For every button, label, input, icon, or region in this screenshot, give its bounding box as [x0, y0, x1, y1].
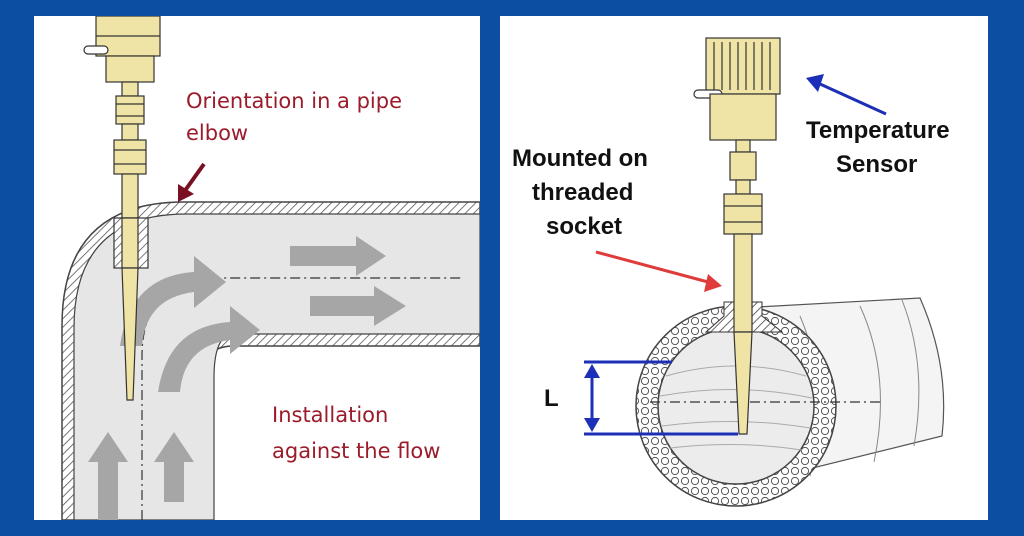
sensor-annotation-arrow: [806, 74, 887, 116]
sensor-cap: [705, 37, 781, 95]
flow-arrows-vertical: [88, 432, 194, 520]
flow-arrow: [310, 286, 406, 326]
sensor-tip: [121, 267, 139, 401]
right-panel-socket-diagram: L Temperature Sensor Mounted on threaded…: [500, 16, 988, 520]
flow-arrows-curved: [120, 256, 260, 392]
mount-label-line1: Mounted on: [512, 145, 648, 172]
length-dimension: [584, 360, 738, 436]
socket-annotation-arrow: [595, 250, 722, 292]
sensor-shaft-inner: [121, 217, 139, 269]
flow-arrow: [290, 236, 386, 276]
flow-arrow-up: [88, 432, 128, 520]
sensor-housing: [105, 55, 155, 83]
mount-label-line2: threaded: [532, 179, 633, 206]
svg-text:Installation against t: Installation against the flow: [272, 403, 440, 463]
flow-arrows-horizontal: [290, 236, 406, 326]
sensor-nut-upper-right: [729, 151, 757, 181]
svg-text:Orientation in a pipe: Orientation in a pipe elbow: [186, 89, 409, 145]
sensor-shaft: [121, 173, 139, 219]
orientation-label-line1: Orientation in a pipe: [186, 89, 402, 113]
svg-text:Mounted on threaded: Mounted on threaded socket: [512, 145, 655, 240]
temperature-sensor: [693, 37, 781, 435]
elbow-diagram-svg: Orientation in a pipe elbow Installation…: [61, 16, 480, 520]
left-panel-elbow-diagram: Orientation in a pipe elbow Installation…: [34, 16, 480, 520]
sensor-clip: [83, 45, 109, 55]
svg-text:Temperature Sensor: Temperature Sensor: [806, 117, 956, 178]
sensor-label-line2: Sensor: [836, 151, 917, 178]
sensor-body: [709, 93, 777, 141]
flow-arrow-up: [154, 432, 194, 502]
flow-arrow-curved: [158, 306, 260, 392]
flow-arrow-curved: [120, 256, 226, 346]
sensor-shaft-right: [733, 233, 753, 333]
sensor-tip-right: [733, 331, 753, 435]
orientation-label-line2: elbow: [186, 121, 248, 145]
installation-label-line2: against the flow: [272, 439, 440, 463]
length-label: L: [544, 385, 559, 412]
orientation-annotation-arrow: [178, 162, 206, 202]
sensor-neck-right: [735, 139, 751, 153]
sensor-nut-lower: [113, 139, 147, 175]
mount-label-line3: socket: [546, 213, 622, 240]
installation-label-line1: Installation: [272, 403, 388, 427]
sensor-label-line1: Temperature: [806, 117, 950, 144]
sensor-neck: [121, 81, 139, 97]
sensor-nut-lower-right: [723, 193, 763, 235]
socket-diagram-svg: L Temperature Sensor Mounted on threaded…: [512, 37, 956, 507]
sensor-nut-upper: [115, 95, 145, 125]
temperature-sensor-probe: [83, 16, 161, 401]
sensor-stem: [121, 123, 139, 141]
sensor-stem-right: [735, 179, 751, 195]
